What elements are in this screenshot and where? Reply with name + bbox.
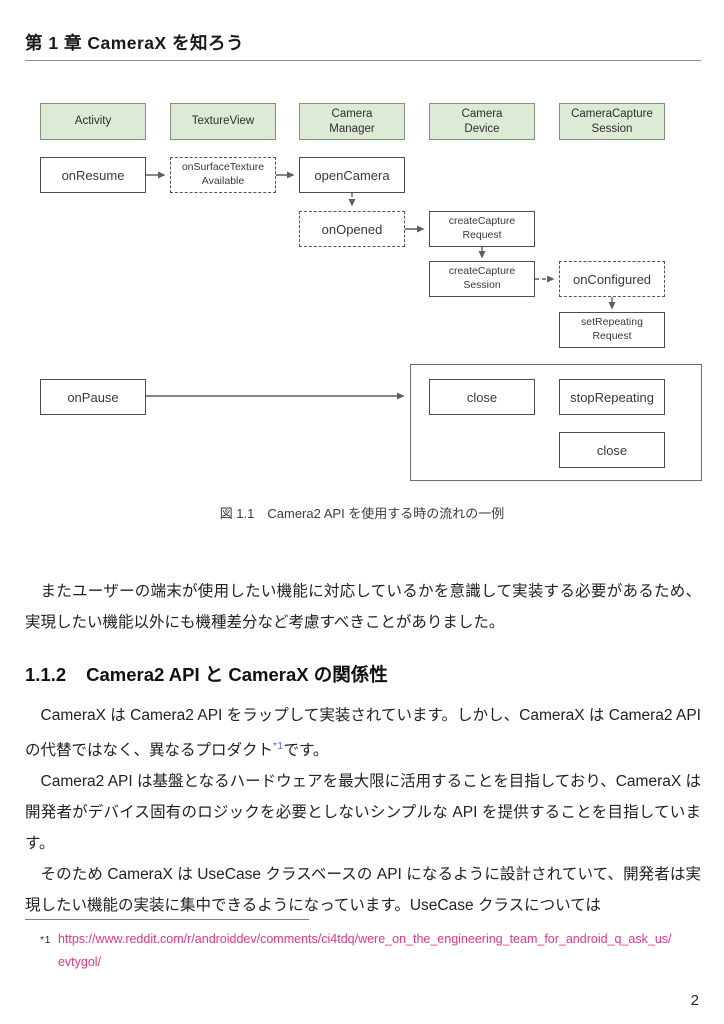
node-createcapture-session: createCapture Session [429,261,535,297]
paragraph-2-post: です。 [283,742,329,759]
lane-camera-manager: Camera Manager [299,103,405,140]
chapter-header-rule [25,60,701,61]
lane-activity: Activity [40,103,146,140]
footnote-marker: *1 [40,934,51,946]
paragraph-2: CameraX は Camera2 API をラップして実装されています。しかし… [25,700,701,766]
lane-camera-device: Camera Device [429,103,535,140]
chapter-header: 第 1 章 CameraX を知ろう [25,33,245,53]
node-createcapture-request: createCapture Request [429,211,535,247]
section-number: 1.1.2 [25,664,67,685]
footnote: *1 https://www.reddit.com/r/androiddev/c… [40,928,688,974]
node-opencamera: openCamera [299,157,405,193]
node-close-session: close [559,432,665,468]
node-setrepeating-request: setRepeating Request [559,312,665,348]
node-onconfigured: onConfigured [559,261,665,297]
node-onpause: onPause [40,379,146,415]
paragraph-4: そのため CameraX は UseCase クラスベースの API になるよう… [25,866,701,914]
section-heading: 1.1.2 Camera2 API と CameraX の関係性 [25,661,701,687]
lane-cameracapture-session: CameraCapture Session [559,103,665,140]
node-onresume: onResume [40,157,146,193]
paragraph-1: またユーザーの端末が使用したい機能に対応しているかを意識して実装する必要があるた… [25,576,701,638]
paragraph-3: Camera2 API は基盤となるハードウェアを最大限に活用することを目指して… [25,773,701,852]
camera2-flow-diagram: Activity TextureView Camera Manager Came… [40,103,702,521]
page-number: 2 [690,992,699,1009]
footnote-url-link[interactable]: https://www.reddit.com/r/androiddev/comm… [57,932,672,969]
footnote-rule [25,919,309,920]
node-close-device: close [429,379,535,415]
paragraph-1-text: またユーザーの端末が使用したい機能に対応しているかを意識して実装する必要があるた… [25,583,701,631]
node-stoprepeating: stopRepeating [559,379,665,415]
lane-textureview: TextureView [170,103,276,140]
node-onopened: onOpened [299,211,405,247]
figure-caption: 図 1.1 Camera2 API を使用する時の流れの一例 [219,506,505,521]
footnote-reference[interactable]: *1 [273,741,284,752]
body-paragraphs: CameraX は Camera2 API をラップして実装されています。しかし… [25,700,701,921]
section-title: Camera2 API と CameraX の関係性 [86,664,388,685]
node-onsurfacetexture-available: onSurfaceTexture Available [170,157,276,193]
paragraph-2-pre: CameraX は Camera2 API をラップして実装されています。しかし… [25,707,701,759]
